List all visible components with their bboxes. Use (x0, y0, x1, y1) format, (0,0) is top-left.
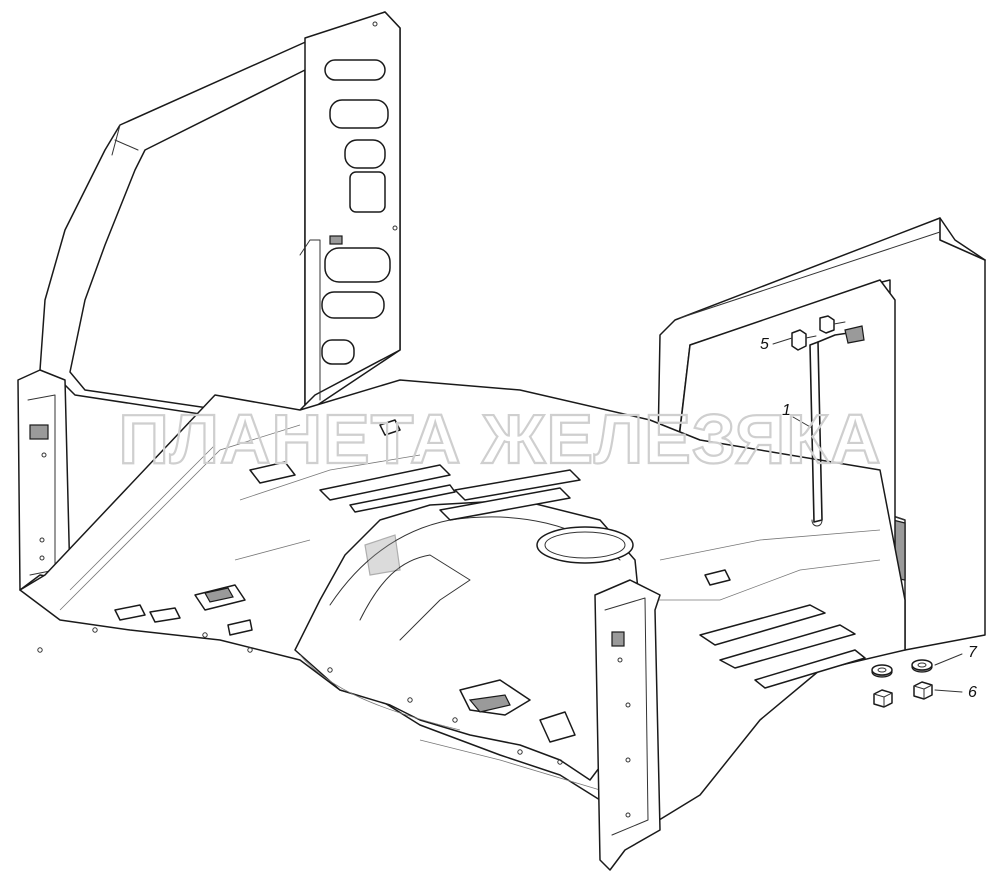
callout-6-label: 6 (968, 684, 977, 701)
front-right-pillar (594, 579, 661, 871)
part-1-bracket (809, 325, 865, 527)
callout-1-label: 1 (782, 402, 791, 419)
part-7-washers (871, 659, 933, 678)
callout-6: 6 (934, 684, 977, 701)
callout-7-label: 7 (968, 644, 978, 661)
callout-5-label: 5 (760, 336, 769, 353)
rear-pillar-panel (299, 11, 401, 406)
callout-1: 1 (782, 402, 813, 429)
watermark-text: ПЛАНЕТА ЖЕЛЕЗЯКА (118, 400, 881, 478)
part-6-nuts (873, 681, 933, 708)
cab-floor (19, 379, 906, 851)
callout-7: 7 (934, 644, 978, 666)
part-5-bolt (791, 315, 846, 351)
callout-5: 5 (760, 336, 793, 353)
